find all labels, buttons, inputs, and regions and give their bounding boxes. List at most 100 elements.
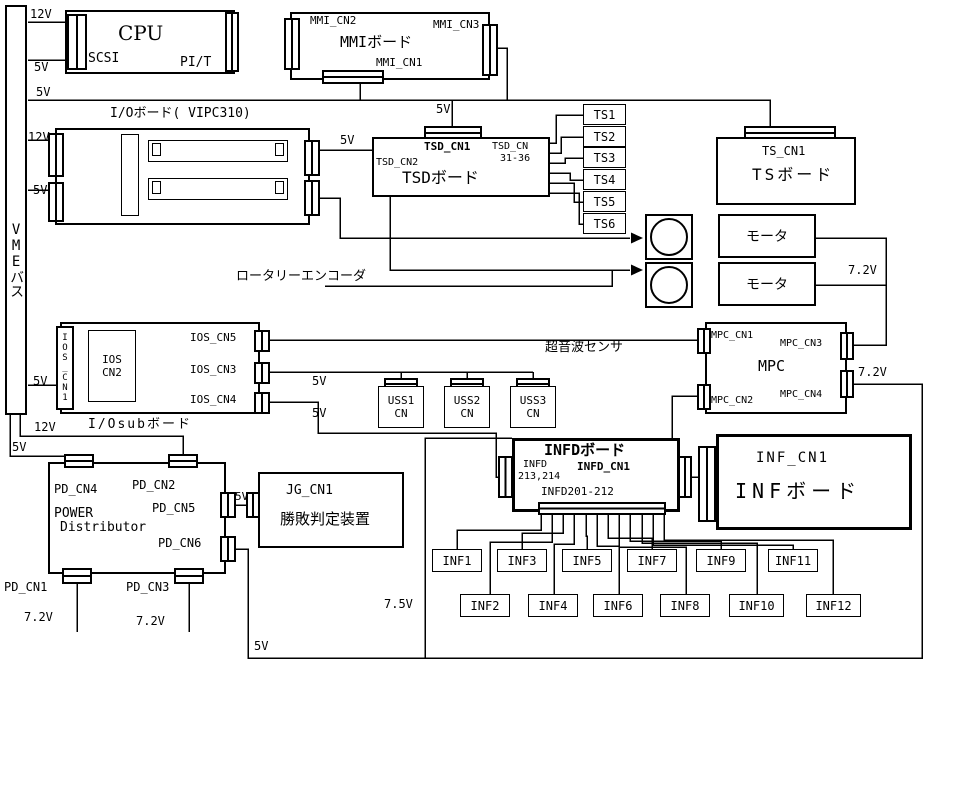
wire-mmi-cn3 [498, 47, 508, 100]
ts-unit-2: TS2 [583, 126, 626, 147]
infd-cn1-label: INFD_CN1 [577, 460, 630, 473]
wire-ts1 [550, 114, 583, 144]
ultrasonic-label: 超音波センサ [545, 340, 624, 355]
wire-inf6 [596, 515, 620, 594]
voltage-72v-motor: 7.2V [848, 263, 877, 277]
inf-unit-3: INF3 [497, 549, 547, 572]
arrow-encoder-2 [631, 264, 643, 276]
mmi-cn1-connector [322, 70, 384, 84]
uss1-label-line1: USS1 [387, 394, 415, 407]
io-slot-2-cap-left [152, 181, 161, 194]
mmi-cn3-label: MMI_CN3 [433, 18, 480, 31]
inf-cn1-connector [698, 446, 716, 522]
io-right-connector-top [304, 140, 320, 176]
uss3-label-line2: CN [526, 407, 540, 420]
pd-cn2-label: PD_CN2 [132, 478, 176, 492]
mmi-cn1-label: MMI_CN1 [376, 56, 423, 69]
ios-cn3-label: IOS_CN3 [190, 363, 237, 376]
inf-unit-6: INF6 [593, 594, 643, 617]
mmi-cn2-label: MMI_CN2 [310, 14, 357, 27]
jg-title: 勝敗判定装置 [280, 510, 371, 528]
wire-75v-inf [424, 437, 512, 658]
voltage-5v-io: 5V [33, 183, 48, 197]
voltage-75v-inf: 7.5V [384, 597, 413, 611]
io-slot-2 [148, 178, 288, 200]
wire-inf8 [618, 515, 687, 594]
inf-unit-10: INF10 [729, 594, 784, 617]
inf-unit-1: INF1 [432, 549, 482, 572]
voltage-5v-tsd-top: 5V [436, 102, 451, 116]
voltage-12v-cpu: 12V [30, 7, 52, 21]
mpc-cn4-connector [840, 370, 854, 398]
motor-wires [816, 237, 887, 346]
pd-cn2-connector [168, 454, 198, 468]
wire-ios-cn4-infd [270, 401, 498, 478]
vme-bus-bar [5, 5, 27, 415]
mpc-board [705, 322, 847, 414]
io-slot-1-cap-right [275, 143, 284, 156]
motor-1: モータ [718, 214, 816, 258]
mpc-title: MPC [758, 357, 786, 375]
rotary-encoder-label: ロータリーエンコーダ [236, 269, 367, 284]
voltage-72v-pd3: 7.2V [136, 614, 165, 628]
ts-unit-5: TS5 [583, 191, 626, 212]
tsd-cn-right-label: TSD_CN [492, 141, 529, 152]
pd-cn4-label: PD_CN4 [54, 482, 98, 496]
wire-encoder-2 [389, 197, 630, 271]
io-module-bar [121, 134, 139, 216]
wire-ts6 [550, 192, 583, 225]
pd-cn3-connector [174, 568, 204, 584]
io-board-title: I/Oボード( VIPC310) [110, 106, 251, 121]
infd-right-connector [678, 456, 692, 498]
encoder-wires [320, 197, 643, 287]
pd-cn1-connector [62, 568, 92, 584]
wire-ts4 [550, 172, 583, 181]
arrow-encoder-1 [631, 232, 643, 244]
uss3-label-line1: USS3 [519, 394, 547, 407]
pd-cn6-label: PD_CN6 [158, 536, 202, 550]
tsd-cn-range-label: 31-36 [500, 153, 531, 164]
cpu-pit-label: PI/T [180, 55, 212, 70]
mpc-cn4-label: MPC_CN4 [780, 389, 823, 400]
wire-5v-rail-top [28, 99, 771, 126]
ios-cn4-label: IOS_CN4 [190, 393, 237, 406]
infd-label-2: 213,214 [518, 471, 561, 482]
inf-unit-9: INF9 [696, 549, 746, 572]
voltage-12v-io: 12V [28, 130, 50, 144]
io-right-connector-bottom [304, 180, 320, 216]
rotary-encoder-symbol-2 [650, 266, 688, 304]
tsd-wires [320, 114, 583, 225]
iosub-wires [270, 339, 697, 478]
ts-unit-6: TS6 [583, 213, 626, 234]
wire-inf2 [489, 515, 553, 594]
inf-unit-7: INF7 [627, 549, 677, 572]
mmi-board-title: MMIボード [340, 33, 413, 51]
uss1-box: USS1 CN [378, 386, 424, 428]
ios-cn2-box: IOS CN2 [88, 330, 136, 402]
inf-board-title: INFボード [735, 479, 862, 503]
ts-board [716, 137, 856, 205]
wire-inf4 [553, 515, 575, 594]
voltage-5v-mmi: 5V [36, 85, 51, 99]
mpc-cn3-connector [840, 332, 854, 360]
uss3-box: USS3 CN [510, 386, 556, 428]
ios-cn1-label: IOS_CN1 [60, 333, 70, 403]
wire-inf3 [521, 515, 564, 549]
voltage-5v-uss-a: 5V [312, 374, 327, 388]
wire-inf5 [585, 515, 588, 549]
wire-inf10 [641, 515, 758, 594]
inf-cn1-label: INF_CN1 [756, 450, 830, 466]
pd-distributor-label: Distributor [60, 520, 147, 535]
infd-bottom-connector [538, 502, 666, 515]
mpc-cn2-label: MPC_CN2 [711, 395, 754, 406]
wire-5v-pd [9, 415, 66, 457]
cpu-title: CPU [118, 21, 164, 45]
voltage-5v-uss-b: 5V [312, 406, 327, 420]
cpu-pit-connector [225, 12, 239, 72]
ts-board-title: TSボード [752, 165, 835, 184]
tsd-cn1-label: TSD_CN1 [424, 140, 471, 153]
ios-cn2-label-line1: IOS [102, 353, 122, 366]
wire-encoder-1 [320, 197, 630, 239]
mpc-cn1-connector [697, 328, 711, 354]
